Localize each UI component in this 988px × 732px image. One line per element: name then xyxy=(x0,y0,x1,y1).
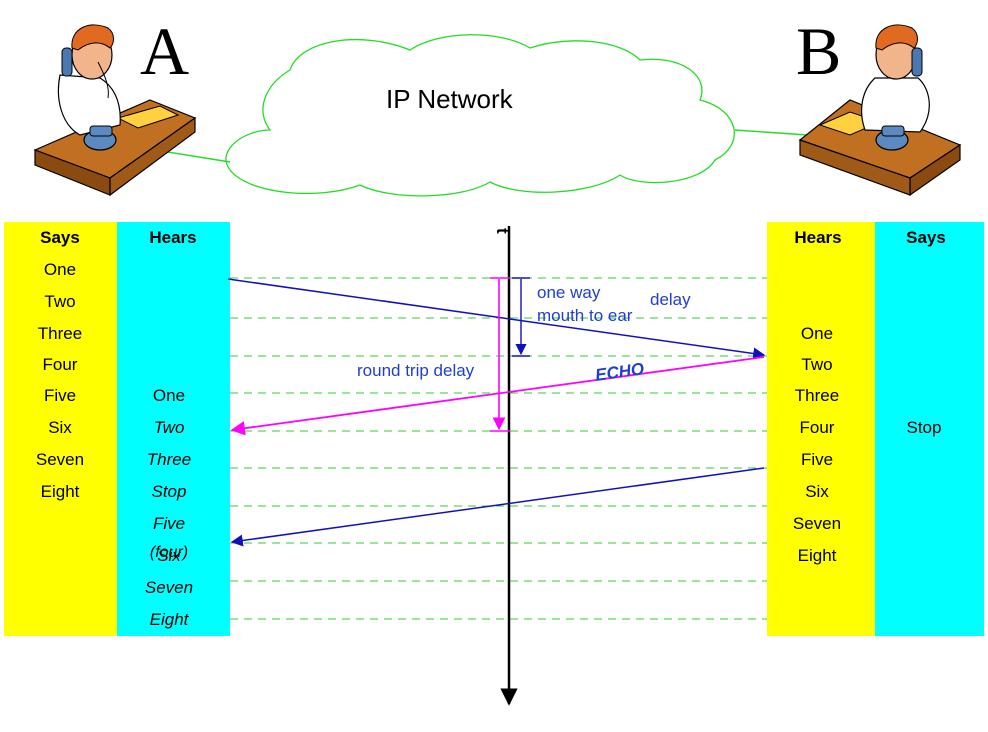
delay-label: delay xyxy=(650,290,691,309)
a-says-item: Four xyxy=(42,355,78,374)
a-hears-item: Three xyxy=(146,450,192,469)
mouth-to-ear-label: mouth to ear xyxy=(537,306,633,325)
a-says-column xyxy=(4,222,117,636)
b-hears-item: One xyxy=(800,324,834,343)
b-hears-column xyxy=(767,222,875,636)
a-says-item: Three xyxy=(37,324,83,343)
party-a-label: A xyxy=(140,13,190,89)
a-hears-item: Eight xyxy=(149,610,189,629)
time-axis-label: t xyxy=(493,228,512,234)
b-says-header: Says xyxy=(906,228,946,247)
ip-network-cloud xyxy=(225,34,735,197)
b-hears-item: Four xyxy=(799,418,835,437)
round-trip-delay-label: round trip delay xyxy=(357,361,475,380)
round-trip-delay-bracket xyxy=(490,277,510,432)
one-way-label: one way xyxy=(537,283,601,302)
a-hears-item: (four) xyxy=(149,544,189,561)
b-hears-item: Three xyxy=(794,386,840,405)
echo-arrow xyxy=(230,356,765,436)
one-way-delay-bracket xyxy=(512,277,530,357)
a-says-item: Two xyxy=(44,292,76,311)
a-hears-header: Hears xyxy=(149,228,197,247)
b-says-item: Stop xyxy=(906,418,942,437)
a-hears-item: Two xyxy=(153,418,185,437)
b-hears-item: Five xyxy=(800,450,834,469)
person-a-icon xyxy=(33,24,197,197)
a-says-item: Five xyxy=(43,386,77,405)
a-says-item: Six xyxy=(48,418,72,437)
a-to-b-signal-arrow xyxy=(227,278,766,360)
party-b-label: B xyxy=(796,13,842,89)
a-hears-item: Seven xyxy=(144,578,194,597)
b-hears-header: Hears xyxy=(794,228,842,247)
a-hears-item: One xyxy=(152,386,186,405)
person-b-icon xyxy=(798,24,962,197)
a-hears-column xyxy=(117,222,230,636)
b-hears-item: Seven xyxy=(792,514,842,533)
a-hears-item: Six xyxy=(157,546,181,565)
ip-network-label: IP Network xyxy=(386,84,513,114)
b-hears-item: Six xyxy=(805,482,829,501)
b-to-a-signal-arrow xyxy=(230,467,765,547)
a-hears-item: Stop xyxy=(151,482,187,501)
a-says-item: Seven xyxy=(35,450,85,469)
a-hears-item: Five xyxy=(152,514,186,533)
a-says-item: One xyxy=(43,260,77,279)
b-hears-item: Eight xyxy=(797,546,837,565)
b-hears-item: Two xyxy=(801,355,833,374)
a-says-item: Eight xyxy=(40,482,80,501)
b-says-column xyxy=(875,222,984,636)
a-says-header: Says xyxy=(40,228,80,247)
